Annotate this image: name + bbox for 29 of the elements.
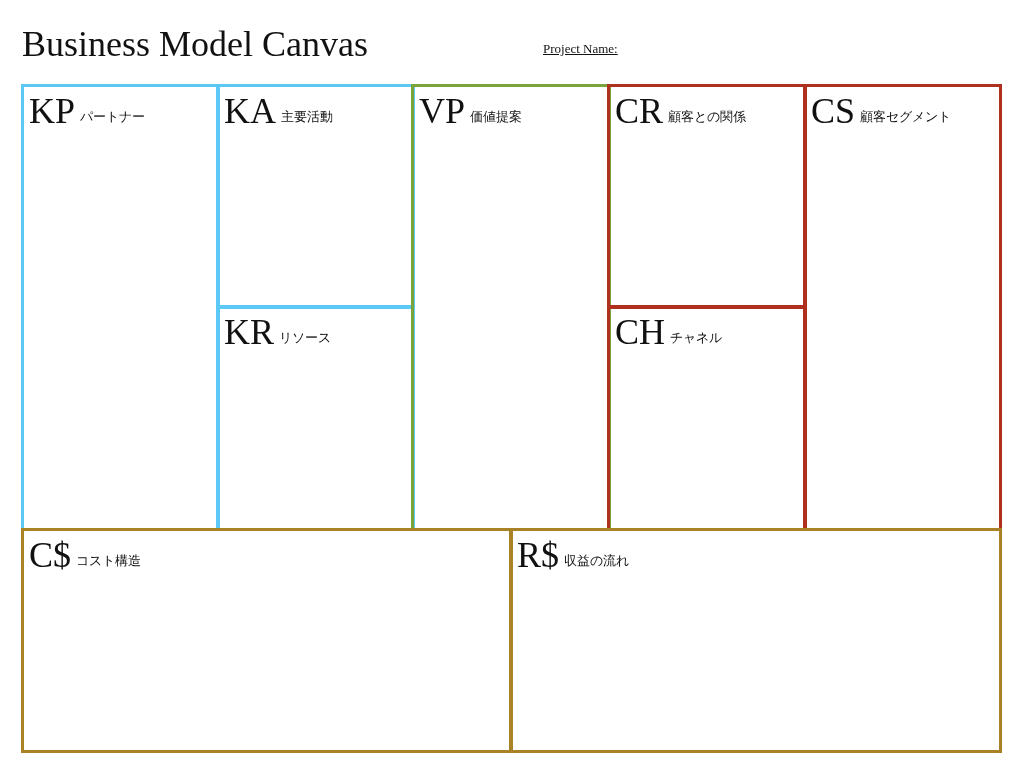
block-heading: チャネル [670,330,722,346]
project-name-label: Project Name: [543,41,618,57]
block-code: KP [29,91,76,131]
block-code: VP [419,91,466,131]
block-heading: コスト構造 [76,553,141,569]
canvas-block [216,84,415,309]
canvas-block [411,84,611,531]
canvas-block [607,305,807,531]
block-heading: パートナー [80,109,146,125]
canvas-block [803,84,1002,531]
block-heading: 顧客セグメント [860,109,952,125]
block-code: KR [224,312,274,352]
canvas-title: Business Model Canvas [22,23,368,66]
block-heading: 主要活動 [281,109,333,125]
block-heading: 顧客との関係 [668,109,747,125]
block-code: KA [224,91,276,131]
canvas-block [21,528,513,753]
block-heading: リソース [279,330,331,346]
block-code: CH [615,312,665,352]
block-code: CS [811,91,856,131]
block-code: R$ [517,535,559,575]
block-heading: 収益の流れ [564,553,629,569]
block-code: C$ [29,535,71,575]
block-code: CR [615,91,664,131]
canvas-block [21,84,220,531]
block-heading: 価値提案 [470,109,523,125]
canvas-block [607,84,807,309]
canvas-block [509,528,1002,753]
canvas-block [216,305,415,531]
